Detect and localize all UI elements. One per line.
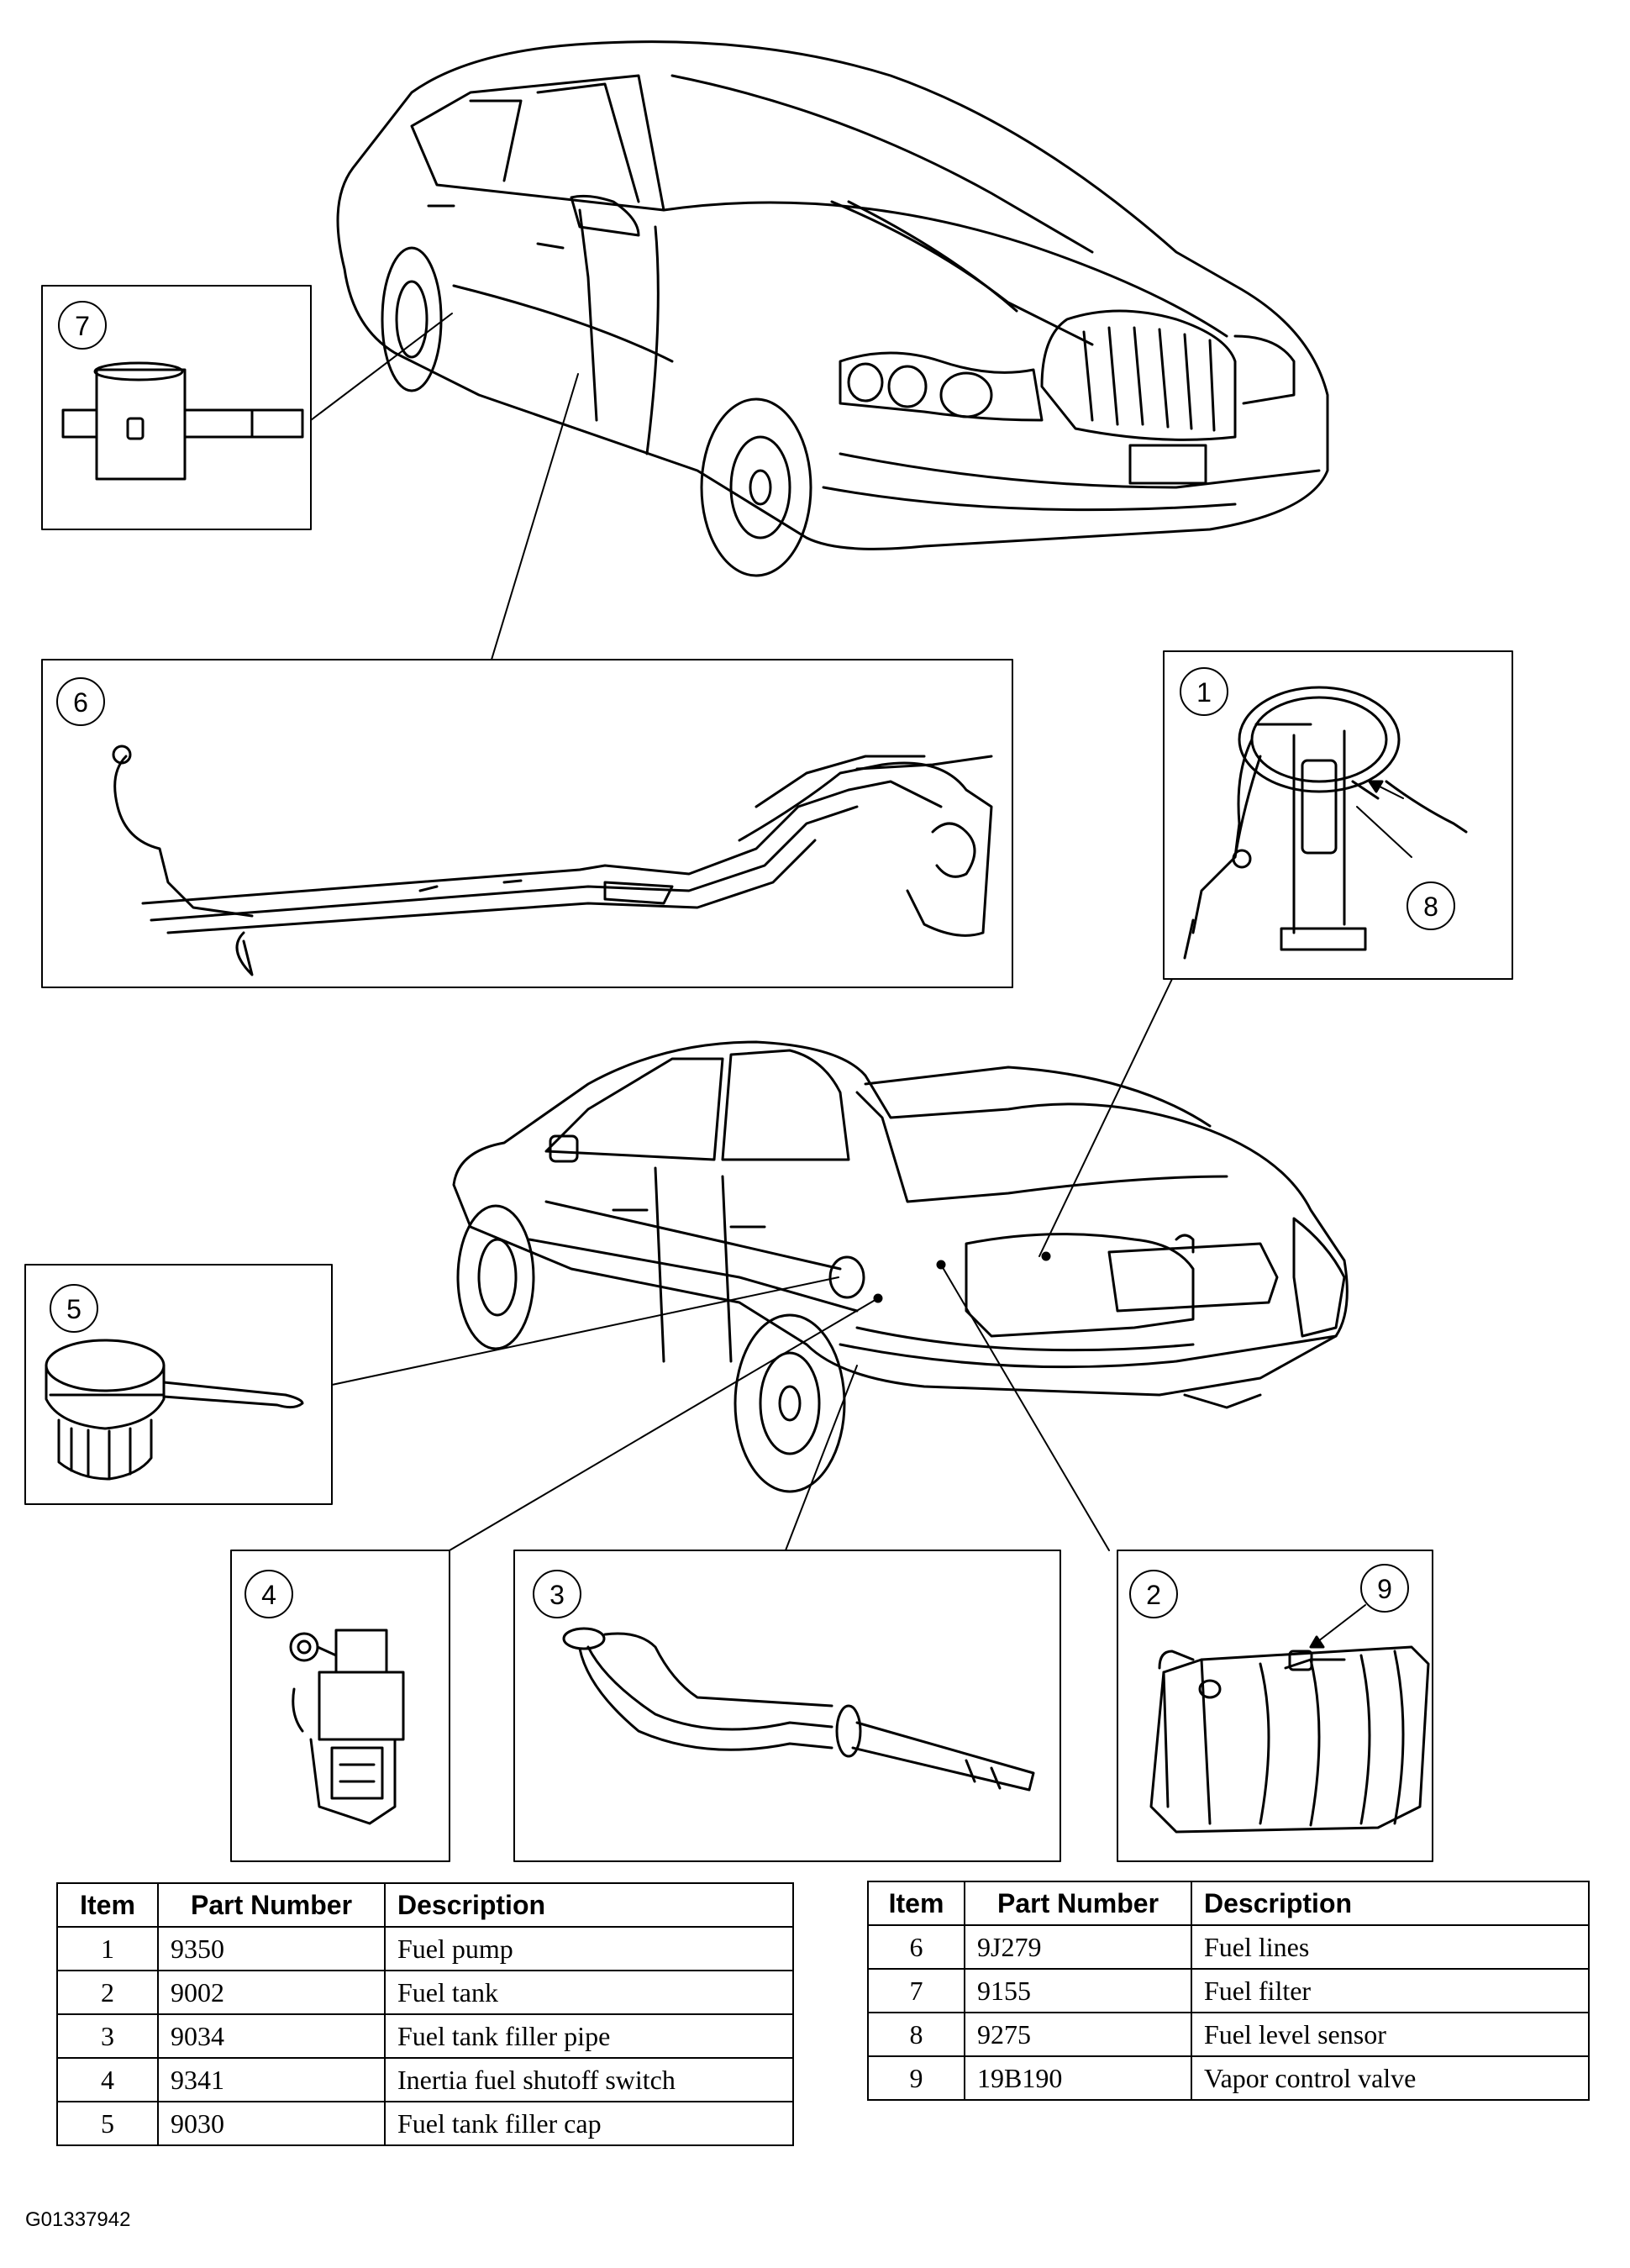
description-cell: Fuel lines [1191, 1924, 1590, 1970]
leader-line-fuel-lines [491, 373, 579, 660]
fuel-filter-panel [41, 285, 453, 530]
table-row: 3 9034 Fuel tank filler pipe [56, 2013, 794, 2059]
column-header-part-number: Part Number [964, 1881, 1192, 1926]
column-header-item: Item [56, 1882, 159, 1928]
callout-2: 2 [1129, 1570, 1178, 1618]
part-number-cell: 9034 [157, 2013, 386, 2059]
table-header-row: Item Part Number Description [867, 1881, 1590, 1926]
part-number-cell: 9155 [964, 1968, 1192, 2013]
filler-cap-panel [24, 1264, 839, 1505]
figure-id-label: G01337942 [25, 2208, 131, 2231]
part-number-cell: 9J279 [964, 1924, 1192, 1970]
table-row: 6 9J279 Fuel lines [867, 1924, 1590, 1970]
callout-6-label: 6 [73, 687, 88, 718]
callout-7: 7 [58, 301, 107, 350]
table-row: 7 9155 Fuel filter [867, 1968, 1590, 2013]
part-number-cell: 9030 [157, 2101, 386, 2146]
fuel-pump-panel [1038, 650, 1513, 1257]
item-cell: 4 [56, 2057, 159, 2102]
item-cell: 1 [56, 1926, 159, 1971]
callout-3: 3 [533, 1570, 581, 1618]
callout-4-label: 4 [261, 1580, 276, 1610]
callout-2-label: 2 [1146, 1580, 1161, 1610]
part-number-cell: 9350 [157, 1926, 386, 1971]
fuel-system-diagram: 7 6 1 8 5 4 3 2 9 [24, 40, 1513, 1862]
callout-1-label: 1 [1196, 677, 1212, 708]
front-car-illustration [336, 40, 1329, 577]
fuel-lines-panel [41, 659, 1013, 988]
description-cell: Fuel tank [384, 1970, 794, 2015]
column-header-item: Item [867, 1881, 965, 1926]
callout-1: 1 [1180, 667, 1228, 716]
parts-table-right: Item Part Number Description 6 9J279 Fue… [867, 1881, 1590, 2101]
fuel-tank-panel [1117, 1550, 1433, 1862]
column-header-description: Description [384, 1882, 794, 1928]
callout-4: 4 [244, 1570, 293, 1618]
callout-9-label: 9 [1377, 1574, 1392, 1604]
table-row: 2 9002 Fuel tank [56, 1970, 794, 2015]
table-row: 4 9341 Inertia fuel shutoff switch [56, 2057, 794, 2102]
shutoff-switch-panel [230, 1550, 450, 1862]
callout-3-label: 3 [549, 1580, 565, 1610]
description-cell: Fuel level sensor [1191, 2012, 1590, 2057]
leader-line-shutoff-switch [449, 1297, 879, 1551]
table-header-row: Item Part Number Description [56, 1882, 794, 1928]
table-row: 5 9030 Fuel tank filler cap [56, 2101, 794, 2146]
callout-8: 8 [1407, 881, 1455, 930]
table-row: 9 19B190 Vapor control valve [867, 2055, 1590, 2101]
item-cell: 6 [867, 1924, 965, 1970]
column-header-description: Description [1191, 1881, 1590, 1926]
item-cell: 8 [867, 2012, 965, 2057]
leader-line-filler-pipe [785, 1365, 858, 1551]
callout-9: 9 [1360, 1564, 1409, 1613]
description-cell: Fuel filter [1191, 1968, 1590, 2013]
item-cell: 7 [867, 1968, 965, 2013]
table-row: 1 9350 Fuel pump [56, 1926, 794, 1971]
description-cell: Fuel tank filler cap [384, 2101, 794, 2146]
leader-line-fuel-tank [940, 1264, 1110, 1551]
description-cell: Fuel tank filler pipe [384, 2013, 794, 2059]
callout-6: 6 [56, 677, 105, 726]
parts-table-left: Item Part Number Description 1 9350 Fuel… [56, 1882, 794, 2146]
part-number-cell: 9275 [964, 2012, 1192, 2057]
description-cell: Inertia fuel shutoff switch [384, 2057, 794, 2102]
item-cell: 2 [56, 1970, 159, 2015]
item-cell: 9 [867, 2055, 965, 2101]
callout-8-label: 8 [1423, 892, 1438, 922]
table-row: 8 9275 Fuel level sensor [867, 2012, 1590, 2057]
rear-car-illustration [452, 1040, 1349, 1493]
item-cell: 5 [56, 2101, 159, 2146]
description-cell: Fuel pump [384, 1926, 794, 1971]
column-header-part-number: Part Number [157, 1882, 386, 1928]
callout-5-label: 5 [66, 1294, 82, 1324]
item-cell: 3 [56, 2013, 159, 2059]
callout-7-label: 7 [75, 311, 90, 341]
callout-5: 5 [50, 1284, 98, 1333]
description-cell: Vapor control valve [1191, 2055, 1590, 2101]
part-number-cell: 19B190 [964, 2055, 1192, 2101]
part-number-cell: 9002 [157, 1970, 386, 2015]
part-number-cell: 9341 [157, 2057, 386, 2102]
filler-pipe-panel [513, 1550, 1061, 1862]
